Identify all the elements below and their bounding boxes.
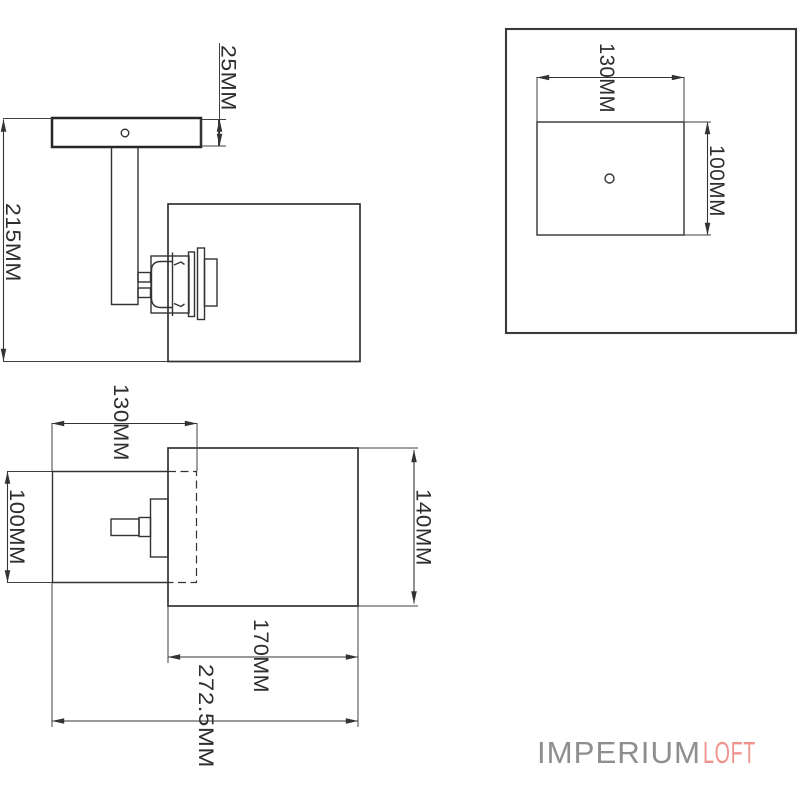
dim-side-height-label: 215MM: [1, 203, 24, 282]
front-knuckle-bracket: [149, 498, 169, 558]
side-hinge-tab-top: [137, 271, 152, 283]
side-plate-edge-section: [200, 119, 219, 147]
dim-plate-thickness: 25MM: [201, 43, 240, 147]
dim-front-plate-height: 100MM: [4, 471, 52, 583]
dim-front-plate-width-extension-lines: [51, 423, 198, 471]
dim-side-height-extension-lines: [3, 118, 168, 362]
side-arm: [110, 147, 139, 306]
brand-logo-loft: LOFT: [703, 735, 756, 770]
dim-top-depth: 100MM: [684, 121, 728, 236]
side-shade-box: [167, 203, 361, 363]
dim-front-head-length-label: 170MM: [249, 619, 272, 693]
side-flange-bar-inner: [187, 251, 196, 318]
side-flange-bar-outer: [196, 247, 206, 321]
dim-top-width-extension-lines: [536, 77, 685, 122]
side-socket-clips: [173, 261, 185, 308]
side-hinge-tab-bottom: [137, 287, 152, 299]
front-view: 130MM 100MM 140MM 170MM 272.5MM: [4, 384, 435, 768]
dim-top-depth-label: 100MM: [705, 145, 728, 217]
dim-front-total-depth-extension-lines: [51, 582, 359, 727]
dim-front-plate-width: 130MM: [51, 384, 198, 471]
dim-front-plate-height-label: 100MM: [5, 489, 28, 565]
front-pivot-hub: [138, 516, 152, 538]
brand-logo-imperium: IMPERIUM: [537, 735, 701, 770]
top-backplate: [536, 121, 685, 236]
dim-plate-thickness-label: 25MM: [217, 45, 240, 111]
brand-logo: IMPERIUM LOFT: [537, 735, 756, 770]
dim-side-height: 215MM: [0, 118, 168, 362]
dim-front-head-height-label: 140MM: [412, 489, 435, 566]
side-screw-hole: [120, 128, 130, 138]
dim-top-width: 130MM: [536, 43, 685, 122]
side-lamp-socket: [150, 260, 172, 309]
front-backplate-hidden-edge: [168, 470, 198, 584]
top-view-frame: [504, 27, 798, 335]
dim-front-total-depth: 272.5MM: [51, 582, 359, 768]
front-head-box-extension-lines: [358, 447, 418, 607]
front-backplate: [51, 470, 168, 584]
top-view: 130MM 100MM: [504, 27, 798, 335]
side-socket-base: [203, 258, 218, 307]
dim-front-total-depth-label: 272.5MM: [194, 664, 217, 768]
top-screw-hole: [604, 173, 615, 184]
dim-front-head-height: 140MM: [411, 449, 435, 604]
dim-top-width-label: 130MM: [595, 43, 618, 113]
side-mount-plate: [50, 116, 203, 149]
dim-front-plate-width-label: 130MM: [109, 384, 132, 461]
side-view: 215MM 25MM: [0, 43, 361, 363]
dim-front-plate-height-extension-lines: [7, 471, 52, 583]
front-pivot-pin: [110, 518, 140, 537]
